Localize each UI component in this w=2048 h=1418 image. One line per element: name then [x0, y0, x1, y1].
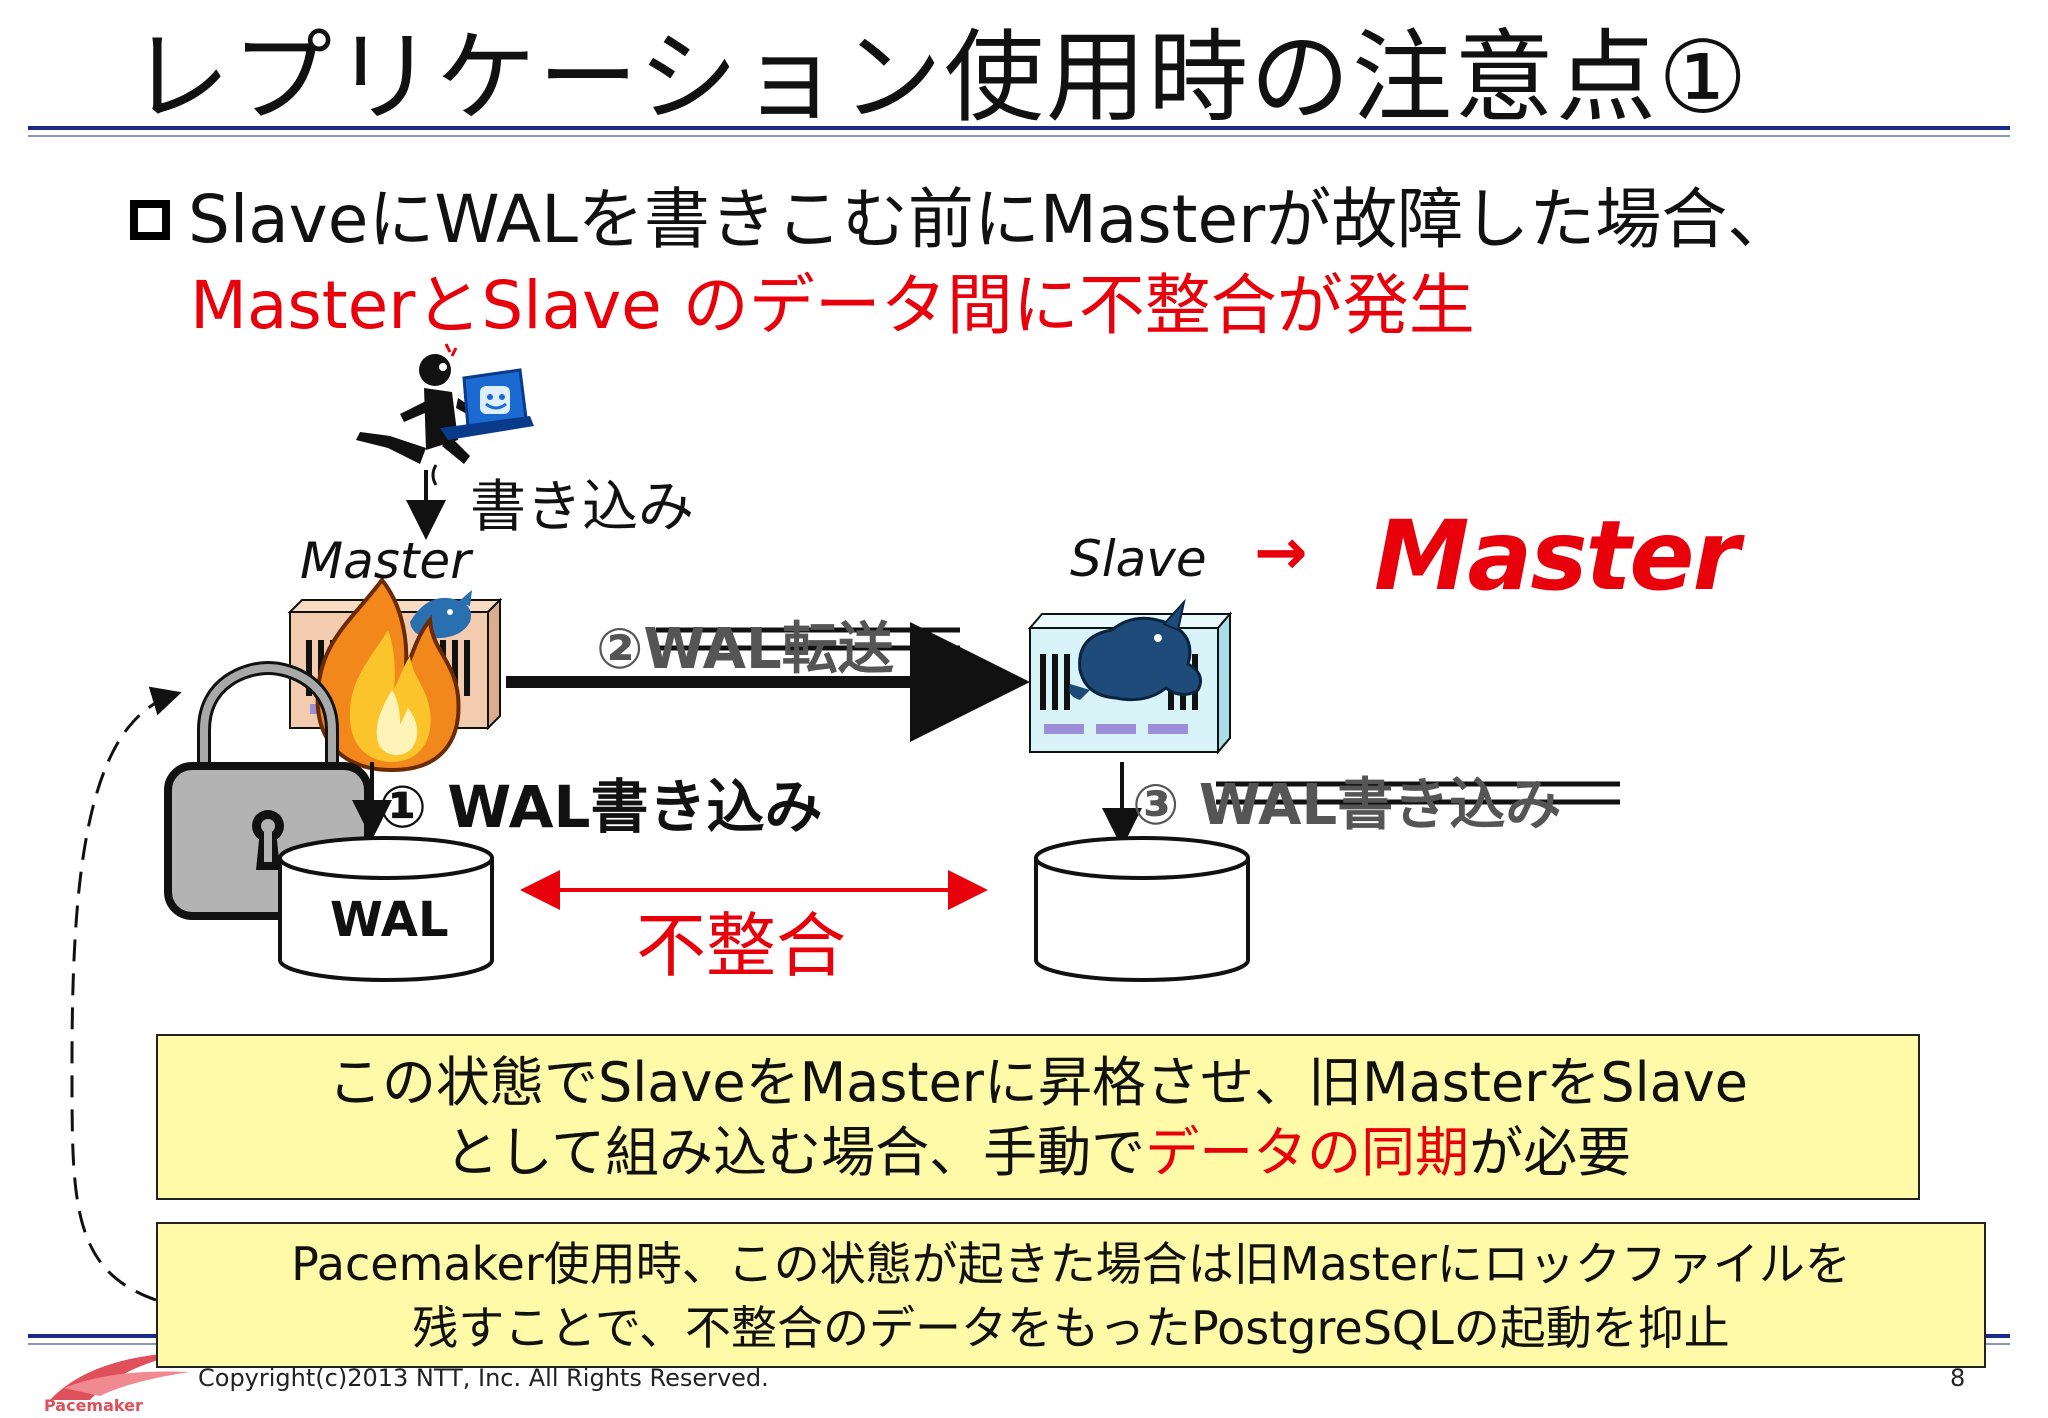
promote-arrow-label: → [1254, 516, 1308, 590]
note-box-1-red: データの同期 [1145, 1121, 1470, 1184]
bullet-text: SlaveにWALを書きこむ前にMasterが故障した場合、 [130, 178, 1793, 262]
slave-database-icon [1034, 836, 1250, 982]
mismatch-label: 不整合 [636, 905, 846, 987]
wal-db-label: WAL [330, 892, 449, 948]
write-label: 書き込み [470, 475, 694, 540]
note-box-1-prefix: として組み込む場合、手動で [444, 1121, 1146, 1184]
note-box-2-line-2: 残すことで、不整合のデータをもったPostgreSQLの起動を抑止 [412, 1301, 1730, 1355]
note-box-1-suffix: が必要 [1469, 1121, 1632, 1184]
step3-strike [1216, 781, 1620, 805]
note-box-1: この状態でSlaveをMasterに昇格させ、旧MasterをSlave として… [156, 1034, 1920, 1200]
note-box-1-line-2: として組み込む場合、手動でデータの同期が必要 [158, 1118, 1918, 1188]
header-rule [28, 126, 2010, 137]
bullet-text-content: SlaveにWALを書きこむ前にMasterが故障した場合、 [188, 181, 1794, 258]
slave-label: Slave [1070, 530, 1207, 588]
note-box-2: Pacemaker使用時、この状態が起きた場合は旧Masterにロックファイルを… [156, 1222, 1986, 1368]
master-database-icon [278, 836, 494, 982]
bullet-square-icon [130, 199, 170, 240]
step1-label: ① WAL書き込み [378, 773, 823, 841]
page-number: 8 [1950, 1364, 1966, 1392]
fire-icon [315, 576, 461, 773]
slide-title: レプリケーション使用時の注意点① [130, 19, 1750, 136]
laptop-icon [440, 368, 534, 440]
lock-dashed-arrow [70, 686, 182, 1302]
note-box-1-line-1: この状態でSlaveをMasterに昇格させ、旧MasterをSlave [328, 1051, 1748, 1114]
bullet-red-text: MasterとSlave のデータ間に不整合が発生 [190, 267, 1475, 344]
step3-label: ③ WAL書き込み [1132, 773, 1562, 838]
pacemaker-logo-text: Pacemaker [44, 1396, 143, 1415]
pacemaker-logo-icon [50, 1352, 190, 1400]
copyright-text: Copyright(c)2013 NTT, Inc. All Rights Re… [198, 1364, 769, 1392]
master-label: Master [300, 532, 471, 590]
slave-elephant-icon [1069, 598, 1202, 702]
note-box-2-line-1: Pacemaker使用時、この状態が起きた場合は旧Masterにロックファイルを [291, 1237, 1851, 1291]
step2-strike [656, 627, 960, 651]
promoted-master-label: Master [1374, 500, 1740, 612]
user-icon [356, 343, 482, 486]
step2-label: ②WAL転送 [596, 617, 894, 682]
